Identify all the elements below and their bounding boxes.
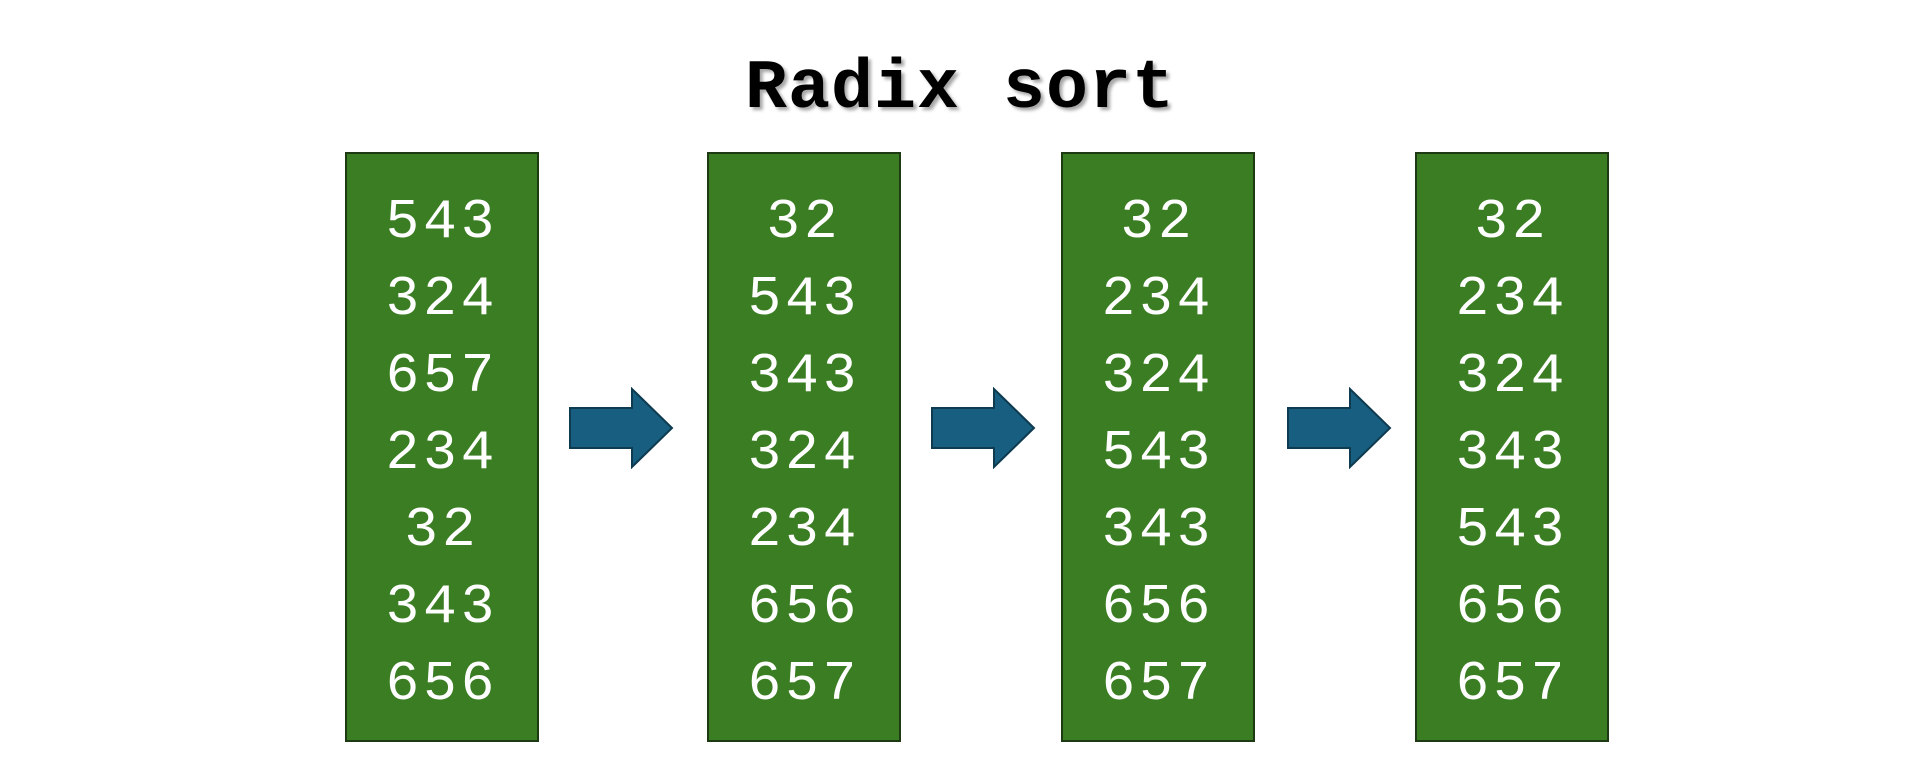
- column-item: 324: [747, 421, 861, 485]
- column-item: 657: [1455, 652, 1569, 716]
- right-arrow-icon: [1287, 387, 1392, 469]
- column-item: 343: [1101, 498, 1215, 562]
- column-pass-2: 32 234 324 543 343 656 657: [1061, 152, 1255, 742]
- column-item: 343: [385, 575, 499, 639]
- column-item: 543: [385, 190, 499, 254]
- column-item: 32: [766, 190, 842, 254]
- column-item: 543: [1101, 421, 1215, 485]
- column-pass-3: 32 234 324 343 543 656 657: [1415, 152, 1609, 742]
- column-item: 234: [1101, 267, 1215, 331]
- column-item: 657: [747, 652, 861, 716]
- column-item: 324: [385, 267, 499, 331]
- column-item: 324: [1101, 344, 1215, 408]
- diagram-title: Radix sort: [744, 50, 1176, 129]
- column-item: 32: [404, 498, 480, 562]
- column-item: 234: [385, 421, 499, 485]
- column-item: 234: [747, 498, 861, 562]
- column-item: 543: [1455, 498, 1569, 562]
- column-item: 657: [385, 344, 499, 408]
- column-item: 32: [1120, 190, 1196, 254]
- column-item: 656: [1101, 575, 1215, 639]
- column-item: 656: [1455, 575, 1569, 639]
- column-pass-1: 32 543 343 324 234 656 657: [707, 152, 901, 742]
- column-item: 543: [747, 267, 861, 331]
- column-item: 657: [1101, 652, 1215, 716]
- column-item: 343: [1455, 421, 1569, 485]
- column-item: 656: [385, 652, 499, 716]
- column-item: 32: [1474, 190, 1550, 254]
- right-arrow-icon: [569, 387, 674, 469]
- right-arrow-icon: [931, 387, 1036, 469]
- column-item: 324: [1455, 344, 1569, 408]
- column-item: 656: [747, 575, 861, 639]
- column-initial: 543 324 657 234 32 343 656: [345, 152, 539, 742]
- column-item: 234: [1455, 267, 1569, 331]
- column-item: 343: [747, 344, 861, 408]
